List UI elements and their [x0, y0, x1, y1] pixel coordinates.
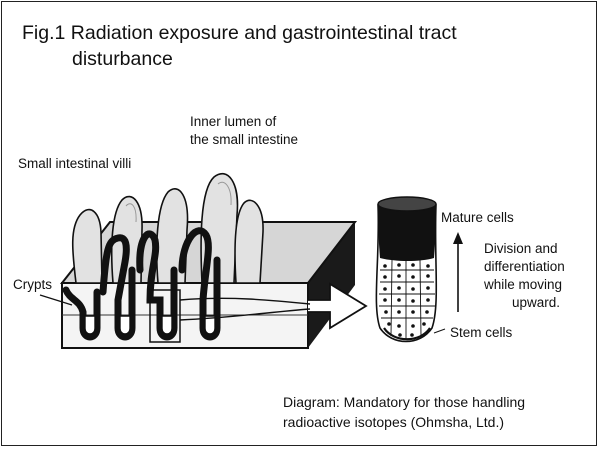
crypt-tube-3 [136, 230, 178, 341]
caption-line-1: Diagram: Mandatory for those handling [283, 394, 526, 410]
figure-title: Fig.1 Radiation exposure and gastrointes… [22, 20, 457, 72]
crypts-leader-line [39, 294, 73, 306]
inner-lumen-line-1: Inner lumen of [190, 114, 277, 129]
crypt-tube-4 [178, 227, 221, 341]
title-line-1: Fig.1 Radiation exposure and gastrointes… [22, 22, 457, 44]
villus-1 [71, 208, 103, 284]
caption-line-2: radioactive isotopes (Ohmsha, Ltd.) [283, 414, 504, 430]
villi [71, 172, 264, 284]
division-line-4: upward. [512, 295, 561, 310]
inner-lumen-label: Inner lumen of the small intestine [190, 113, 298, 149]
division-line-2: differentiation [484, 259, 565, 274]
title-line-2: disturbance [72, 48, 173, 70]
source-caption: Diagram: Mandatory for those handling ra… [283, 392, 525, 432]
crypt-highlight-box [149, 289, 181, 343]
crypt-tube-2 [99, 234, 136, 341]
division-line-1: Division and [484, 241, 558, 256]
crypt-bases [84, 315, 216, 335]
mature-cells-label: Mature cells [441, 210, 514, 225]
upward-arrow [453, 232, 463, 312]
enlarge-arrow [308, 282, 368, 330]
villus-5 [234, 199, 264, 284]
crypt-enlarged [375, 196, 438, 343]
inner-lumen-line-2: the small intestine [190, 132, 299, 147]
villi-label: Small intestinal villi [18, 156, 132, 171]
division-line-3: while moving [484, 277, 563, 292]
crypts [62, 227, 221, 341]
stem-cells-leader-line [433, 328, 446, 334]
cell-nuclei [383, 263, 430, 337]
crypt-tube-1 [62, 286, 101, 341]
stem-cells-label: Stem cells [450, 325, 513, 340]
crypts-label: Crypts [13, 277, 53, 292]
mature-cell-region [378, 205, 436, 261]
division-label: Division and differentiation while movin… [484, 240, 565, 312]
